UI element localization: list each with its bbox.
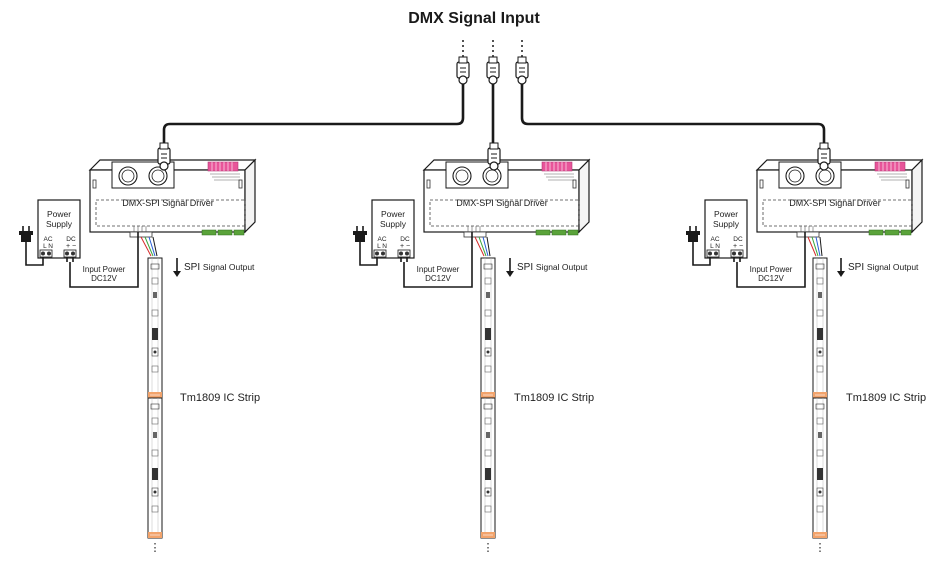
- input-power-2-line1: Input Power: [417, 265, 460, 274]
- psu-2-label-line1: Power: [381, 209, 405, 219]
- led-strip-1: [147, 257, 163, 539]
- driver-2-label: DMX-SPI Signal Driver: [456, 198, 548, 208]
- spi-arrow-3-head: [837, 271, 845, 277]
- strip-2-continuation: ⋮: [483, 542, 494, 554]
- strip-1-label: Tm1809 IC Strip: [180, 392, 260, 404]
- dc-power-cable-3: [733, 232, 806, 288]
- driver-3-label: DMX-SPI Signal Driver: [789, 198, 881, 208]
- driver-1-dmx-plug: [157, 142, 171, 171]
- unit-3: DMX-SPI Signal Driver Power Supply AC L …: [685, 142, 926, 554]
- strip-2-label: Tm1809 IC Strip: [514, 392, 594, 404]
- strip-3-label: Tm1809 IC Strip: [846, 392, 926, 404]
- ac-plug-1: [18, 225, 34, 243]
- psu-2-ac-terminals: L N: [377, 243, 387, 250]
- spi-label-1: SPI Signal Output: [184, 262, 255, 273]
- dc-power-cable-1: [66, 232, 139, 288]
- psu-1-dc-terminals: + −: [66, 243, 76, 250]
- ac-cable-3: [692, 242, 711, 266]
- diagram-title: DMX Signal Input: [408, 10, 540, 27]
- led-strip-3: [812, 257, 828, 539]
- spi-wires-1: [140, 236, 158, 257]
- psu-3-label-line2: Supply: [713, 219, 740, 229]
- spi-arrow-2-head: [506, 271, 514, 277]
- spi-wires-2: [474, 236, 491, 257]
- strip-3-continuation: ⋮: [815, 542, 826, 554]
- input-power-3-line2: DC12V: [758, 274, 784, 283]
- psu-1-label-line2: Supply: [46, 219, 73, 229]
- psu-1-ac-terminals: L N: [43, 243, 53, 250]
- ac-plug-2: [352, 225, 368, 243]
- psu-2-ac-label: AC: [377, 236, 386, 243]
- psu-3-ac-label: AC: [710, 236, 719, 243]
- psu-3-label-line1: Power: [714, 209, 738, 219]
- driver-1-label: DMX-SPI Signal Driver: [122, 198, 214, 208]
- dmx-connector-center: [486, 56, 500, 85]
- dmx-cables: [162, 84, 826, 148]
- dmx-input-connectors: [456, 40, 529, 85]
- psu-2-dc-label: DC: [400, 236, 410, 243]
- spi-arrow-1-head: [173, 271, 181, 277]
- ac-cable-1: [25, 242, 44, 266]
- dmx-connector-left: [456, 56, 470, 85]
- psu-1-label-line1: Power: [47, 209, 71, 219]
- unit-2: DMX-SPI Signal Driver Power Supply AC L …: [352, 142, 594, 554]
- led-strip-2: [480, 257, 496, 539]
- dc-power-cable-2: [400, 232, 473, 288]
- input-power-2-line2: DC12V: [425, 274, 451, 283]
- input-power-1-line1: Input Power: [83, 265, 126, 274]
- driver-3-dmx-plug: [817, 142, 831, 171]
- input-power-1-line2: DC12V: [91, 274, 117, 283]
- strip-1-continuation: ⋮: [150, 542, 161, 554]
- driver-2-dmx-plug: [487, 142, 501, 171]
- psu-2-dc-terminals: + −: [400, 243, 410, 250]
- psu-1-ac-label: AC: [43, 236, 52, 243]
- ac-plug-3: [685, 225, 701, 243]
- spi-wires-3: [807, 236, 823, 257]
- spi-label-3: SPI Signal Output: [848, 262, 919, 273]
- psu-2-label-line2: Supply: [380, 219, 407, 229]
- spi-label-2: SPI Signal Output: [517, 262, 588, 273]
- psu-1-dc-label: DC: [66, 236, 76, 243]
- ac-cable-2: [359, 242, 378, 266]
- dmx-connector-right: [515, 56, 529, 85]
- psu-3-dc-terminals: + −: [733, 243, 743, 250]
- psu-3-dc-label: DC: [733, 236, 743, 243]
- input-power-3-line1: Input Power: [750, 265, 793, 274]
- unit-1: DMX-SPI Signal Driver Power Supply AC L …: [18, 142, 260, 554]
- psu-3-ac-terminals: L N: [710, 243, 720, 250]
